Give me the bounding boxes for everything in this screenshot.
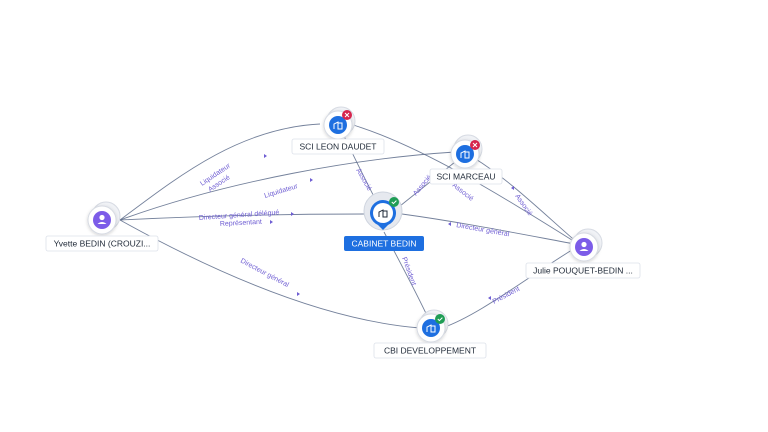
node-label: CBI DEVELOPPEMENT — [384, 346, 476, 356]
arrow-icon — [511, 186, 514, 190]
building-icon — [378, 209, 388, 218]
edge-label: Associé — [451, 182, 475, 203]
edge-yvette-sci-marceau[interactable] — [119, 151, 456, 221]
node-cabinet-bedin[interactable]: CABINET BEDIN — [344, 191, 424, 251]
arrow-icon — [291, 212, 294, 216]
node-label: SCI MARCEAU — [436, 172, 495, 182]
arrow-icon — [448, 222, 451, 226]
node-label: Julie POUQUET-BEDIN ... — [533, 266, 633, 276]
node-julie[interactable]: Julie POUQUET-BEDIN ... — [525, 228, 641, 279]
arrow-icon — [270, 220, 273, 224]
edge-label: Représentant — [220, 219, 262, 228]
node-sci-leon-daudet[interactable]: SCI LEON DAUDET — [291, 106, 385, 155]
node-label: CABINET BEDIN — [351, 239, 416, 249]
edge-label: Associé — [354, 168, 372, 193]
active-badge-icon — [435, 314, 445, 324]
edge-label: Président — [400, 256, 417, 286]
edge-label: Liquidateur — [264, 183, 300, 200]
arrow-icon — [264, 154, 267, 158]
node-yvette[interactable]: Yvette BEDIN (CROUZI... — [45, 201, 159, 252]
arrow-icon — [488, 296, 491, 300]
edges — [119, 123, 581, 329]
edge-label: Directeur général — [456, 222, 511, 238]
node-sci-marceau[interactable]: SCI MARCEAU — [429, 134, 503, 185]
active-badge-icon — [389, 197, 399, 207]
edge-yvette-cabinet[interactable] — [119, 213, 366, 221]
node-label: Yvette BEDIN (CROUZI... — [54, 239, 151, 249]
edge-yvette-sci-leon[interactable] — [119, 123, 321, 221]
edge-julie-cabinet[interactable] — [401, 213, 581, 246]
arrow-icon — [310, 178, 313, 182]
edge-julie-sci-marceau[interactable] — [473, 157, 581, 246]
edge-label: Directeur général — [239, 258, 290, 290]
edge-arrows — [264, 154, 514, 300]
edge-label: Associé — [513, 193, 533, 217]
edge-julie-cbi[interactable] — [441, 244, 581, 329]
edge-label: Président — [492, 286, 521, 306]
node-label: SCI LEON DAUDET — [300, 142, 377, 152]
node-cbi-developpement[interactable]: CBI DEVELOPPEMENT — [373, 309, 487, 359]
arrow-icon — [297, 292, 300, 296]
